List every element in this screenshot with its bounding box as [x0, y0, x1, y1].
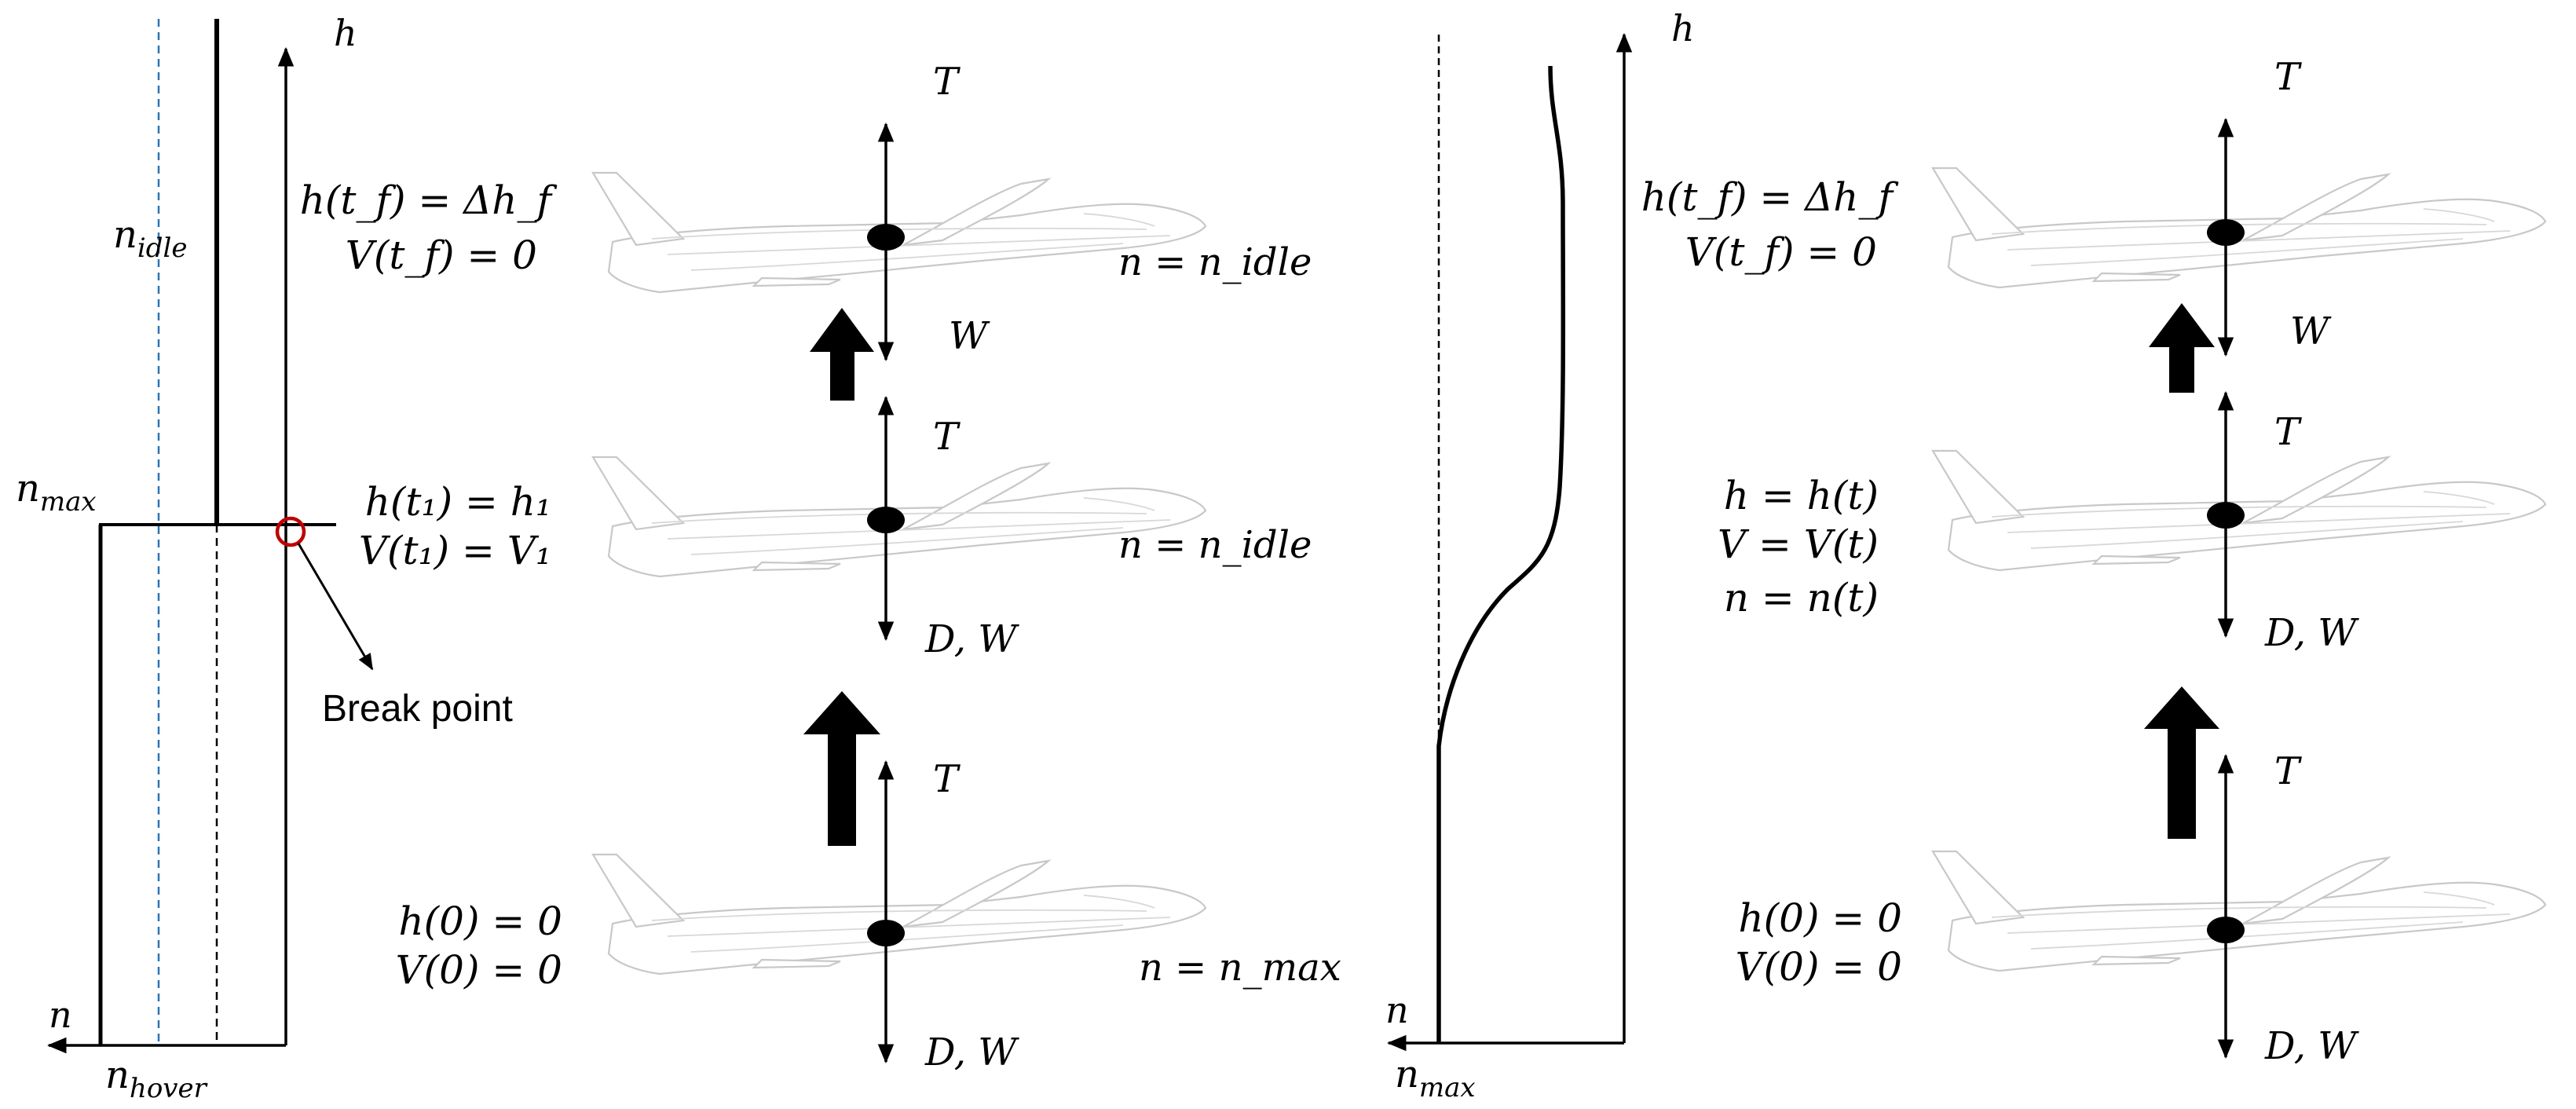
left-breakpoint-drag-weight-label: D, W — [924, 617, 1019, 661]
left-initial-velocity-cond: V(0) = 0 — [396, 947, 562, 993]
left-breakpoint-thrust-label: T — [933, 415, 961, 459]
left-breakpoint-velocity-cond: V(t₁) = V₁ — [359, 528, 551, 573]
break-point-label: Break point — [322, 688, 513, 730]
right-transition-cg-dot — [2207, 502, 2245, 529]
right-final-weight-label: W — [2290, 309, 2332, 353]
right-initial-height-cond: h(0) = 0 — [1738, 895, 1902, 941]
left-final-velocity-cond: V(t_f) = 0 — [346, 232, 537, 278]
left-state-final: T W h(t_f) = Δh_f V(t_f) = 0 n = n_idle — [300, 60, 1312, 362]
left-initial-drag-weight-label: D, W — [924, 1030, 1019, 1074]
right-scenario: T W h(t_f) = Δh_f V(t_f) = 0 T D, W h = … — [1641, 55, 2547, 1068]
right-initial-drag-weight-label: D, W — [2264, 1024, 2359, 1068]
n-hover-label: nhover — [105, 1053, 208, 1104]
right-transition-thrust-label: T — [2274, 410, 2302, 454]
left-initial-height-cond: h(0) = 0 — [398, 899, 562, 944]
left-initial-throttle: n = n_max — [1139, 946, 1341, 990]
right-state-initial: T D, W h(0) = 0 V(0) = 0 — [1736, 749, 2547, 1068]
right-throttle-graph: h n nmax — [1385, 7, 1695, 1104]
right-final-velocity-cond: V(t_f) = 0 — [1685, 229, 1877, 275]
right-throttle-curve — [1436, 65, 1566, 1043]
right-n-max-label: nmax — [1395, 1052, 1476, 1104]
right-transition-velocity: V = V(t) — [1718, 522, 1879, 567]
left-final-height-cond: h(t_f) = Δh_f — [300, 178, 558, 223]
right-transition-drag-weight-label: D, W — [2264, 611, 2359, 655]
left-stage-arrow-lower — [803, 691, 880, 846]
right-state-final: T W h(t_f) = Δh_f V(t_f) = 0 — [1641, 55, 2547, 357]
right-final-cg-dot — [2207, 219, 2245, 246]
left-breakpoint-throttle: n = n_idle — [1118, 523, 1312, 567]
left-scenario: T W h(t_f) = Δh_f V(t_f) = 0 n = n_idle … — [300, 60, 1341, 1074]
right-h-axis-label: h — [1671, 7, 1695, 49]
right-transition-throttle: n = n(t) — [1724, 575, 1879, 620]
left-h-axis-label: h — [334, 12, 357, 54]
n-max-label: nmax — [16, 467, 97, 518]
left-final-cg-dot — [867, 224, 905, 251]
right-final-thrust-label: T — [2274, 55, 2302, 99]
left-stage-arrow-upper — [810, 308, 874, 401]
left-initial-cg-dot — [867, 920, 905, 946]
left-throttle-graph: h n nidle nmax nhover Break point — [16, 12, 513, 1104]
break-point-pointer — [297, 543, 374, 671]
right-initial-cg-dot — [2207, 917, 2245, 943]
right-transition-height: h = h(t) — [1724, 473, 1879, 518]
left-state-breakpoint: T D, W h(t₁) = h₁ V(t₁) = V₁ n = n_idle — [359, 395, 1312, 661]
right-state-transition: T D, W h = h(t) V = V(t) n = n(t) — [1718, 390, 2547, 655]
right-initial-thrust-label: T — [2274, 749, 2302, 793]
right-n-axis-label: n — [1385, 989, 1409, 1031]
left-breakpoint-cg-dot — [867, 507, 905, 533]
left-final-thrust-label: T — [933, 60, 961, 104]
break-point-marker — [275, 516, 306, 547]
left-state-initial: T D, W h(0) = 0 V(0) = 0 n = n_max — [396, 757, 1341, 1074]
right-stage-arrow-lower — [2144, 686, 2219, 839]
left-n-axis-label: n — [49, 994, 72, 1036]
right-initial-velocity-cond: V(0) = 0 — [1736, 944, 1902, 990]
right-final-height-cond: h(t_f) = Δh_f — [1641, 174, 1899, 220]
right-stage-arrow-upper — [2149, 303, 2215, 393]
left-final-throttle: n = n_idle — [1118, 240, 1312, 284]
n-idle-label: nidle — [113, 213, 188, 264]
left-final-weight-label: W — [949, 314, 990, 358]
left-breakpoint-height-cond: h(t₁) = h₁ — [365, 479, 551, 525]
left-initial-thrust-label: T — [933, 757, 961, 801]
